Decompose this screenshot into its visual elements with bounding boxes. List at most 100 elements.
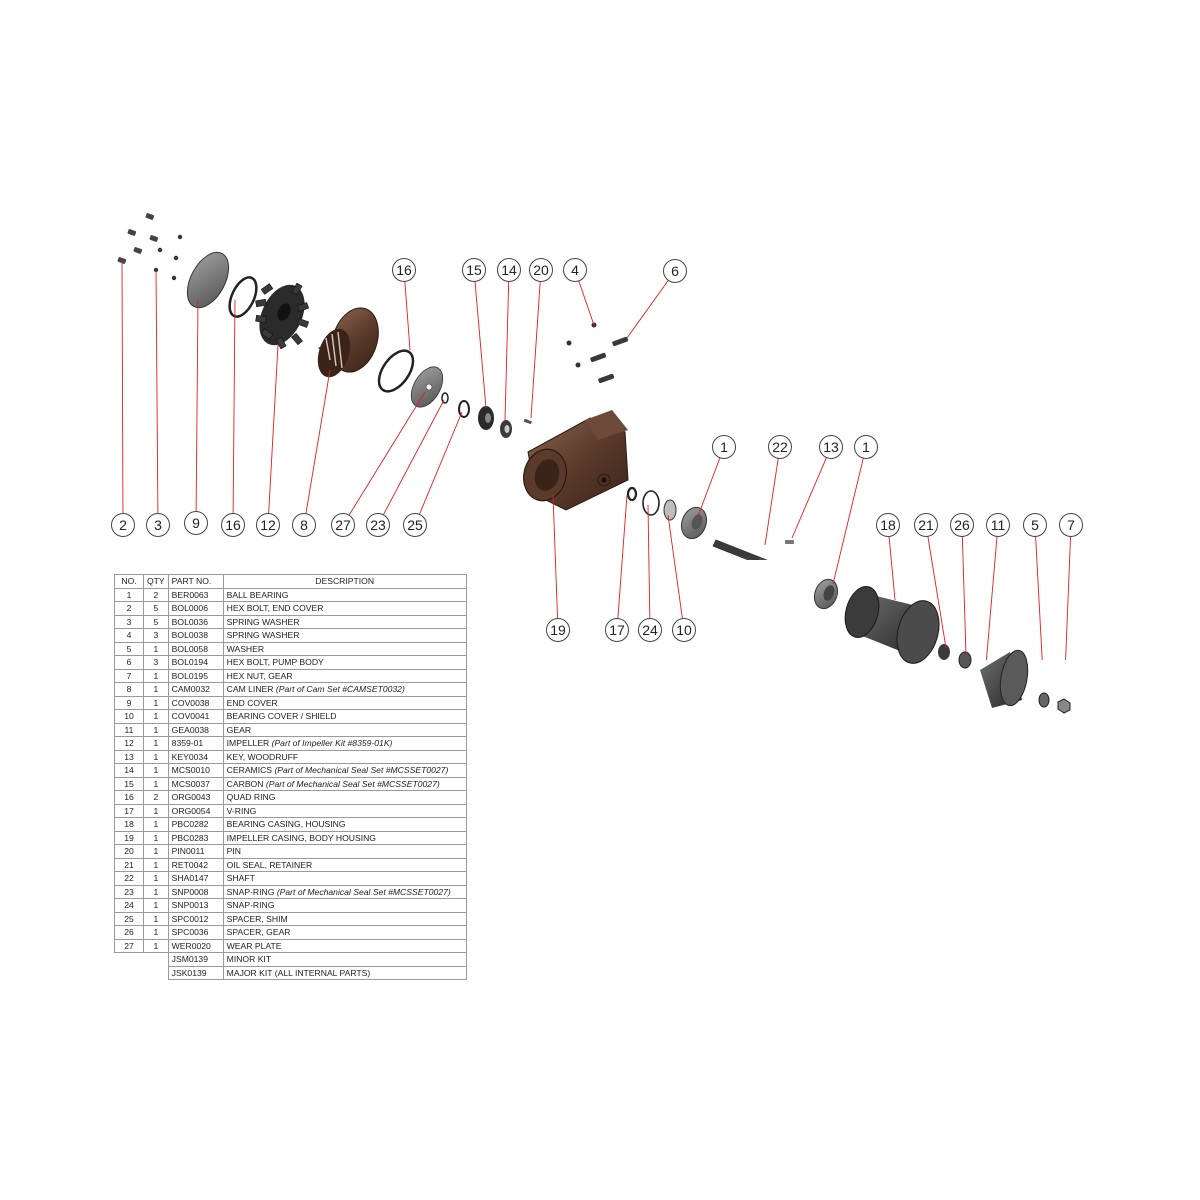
callout-bubble: 11 [986, 513, 1010, 537]
cell-description: CARBON (Part of Mechanical Seal Set #MCS… [222, 776, 467, 791]
callout-leader-line [617, 494, 628, 619]
callout-leader-line [382, 399, 445, 516]
snap-ring [441, 392, 449, 404]
snap-ring-24 [642, 490, 660, 516]
callout-leader-line [832, 458, 864, 585]
callout-leader-line [578, 280, 595, 326]
callout-number: 16 [396, 262, 412, 278]
cell-part-no: BER0063 [167, 587, 224, 602]
callout-number: 1 [720, 439, 728, 455]
cell-part-no: MCS0037 [167, 776, 224, 791]
cell-qty: 1 [143, 898, 169, 913]
cell-part-no: SHA0147 [167, 871, 224, 886]
callout-bubble: 2 [111, 513, 135, 537]
cell-qty [144, 953, 169, 967]
cell-no [115, 966, 144, 980]
callout-leader-line [404, 281, 411, 351]
cell-qty: 1 [143, 844, 169, 859]
callout-number: 22 [772, 439, 788, 455]
cell-qty: 1 [143, 871, 169, 886]
callout-leader-line [268, 344, 279, 514]
impeller [255, 282, 310, 350]
bearing-casing [844, 586, 940, 664]
cell-description: SPRING WASHER [222, 614, 467, 629]
cell-description: HEX BOLT, PUMP BODY [222, 655, 467, 670]
cell-part-no: GEA0038 [167, 722, 224, 737]
cell-part-no: COV0038 [167, 695, 224, 710]
cell-description: BALL BEARING [222, 587, 467, 602]
callout-bubble: 15 [462, 258, 486, 282]
callout-number: 26 [954, 517, 970, 533]
cell-description: KEY, WOODRUFF [222, 749, 467, 764]
callout-number: 3 [154, 517, 162, 533]
cell-no: 27 [114, 938, 144, 953]
cell-qty: 1 [143, 803, 169, 818]
spacer-gear [958, 651, 972, 669]
cell-no: 19 [114, 830, 144, 845]
callout-number: 10 [676, 622, 692, 638]
cell-qty: 1 [143, 884, 169, 899]
kit-note: (Part of Mechanical Seal Set #MCSSET0027… [276, 886, 451, 897]
cell-part-no: JSM0139 [167, 952, 224, 967]
cell-part-no: ORG0043 [167, 790, 224, 805]
callout-number: 13 [823, 439, 839, 455]
cell-qty: 1 [143, 682, 169, 697]
callout-bubble: 10 [672, 618, 696, 642]
callout-number: 12 [260, 517, 276, 533]
callout-bubble: 21 [914, 513, 938, 537]
callout-bubble: 6 [663, 259, 687, 283]
callout-leader-line [626, 280, 669, 339]
exploded-view-diagram-lower [813, 578, 1071, 714]
cell-no: 5 [114, 641, 144, 656]
cell-no: 2 [114, 601, 144, 616]
cell-qty: 3 [143, 628, 169, 643]
cell-qty: 1 [143, 722, 169, 737]
cell-qty: 1 [143, 857, 169, 872]
cell-no: 3 [114, 614, 144, 629]
callout-bubble: 22 [768, 435, 792, 459]
header-description: DESCRIPTION [222, 574, 467, 589]
cell-no: 12 [114, 736, 144, 751]
gear [980, 649, 1029, 708]
cell-part-no: WER0020 [167, 938, 224, 953]
callout-number: 1 [862, 439, 870, 455]
pin [523, 418, 532, 424]
cell-description: SPRING WASHER [222, 628, 467, 643]
cell-qty: 1 [143, 695, 169, 710]
cell-part-no: PIN0011 [167, 844, 224, 859]
cell-no: 1 [114, 587, 144, 602]
callout-bubble: 7 [1059, 513, 1083, 537]
cell-qty: 5 [143, 601, 169, 616]
callout-leader-line [1065, 536, 1071, 660]
callout-leader-line [927, 536, 947, 649]
table-header-row: NO. QTY PART NO. DESCRIPTION [114, 574, 467, 589]
callout-number: 18 [880, 517, 896, 533]
cell-description: GEAR [222, 722, 467, 737]
cell-description: CAM LINER (Part of Cam Set #CAMSET0032) [222, 682, 467, 697]
cell-description: PIN [222, 844, 467, 859]
cell-description: SHAFT [222, 871, 467, 886]
cell-qty: 1 [143, 925, 169, 940]
washer [1038, 692, 1050, 708]
callout-leader-line [667, 514, 683, 619]
pump-body-bolts [590, 336, 629, 384]
cell-no: 14 [114, 763, 144, 778]
callout-leader-line [348, 391, 426, 516]
shaft [712, 539, 768, 560]
callout-bubble: 16 [221, 513, 245, 537]
cell-qty: 1 [143, 668, 169, 683]
cell-description: SNAP-RING (Part of Mechanical Seal Set #… [222, 884, 467, 899]
callout-bubble: 27 [331, 513, 355, 537]
cell-no: 6 [114, 655, 144, 670]
cell-part-no: BOL0194 [167, 655, 224, 670]
